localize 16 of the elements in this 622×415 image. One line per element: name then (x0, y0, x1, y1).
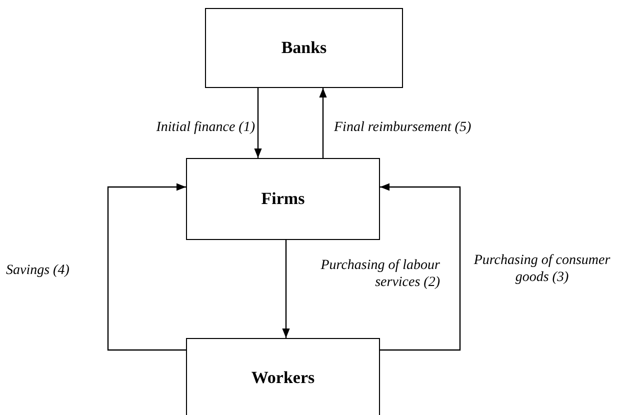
edge-label: Initial finance (1) (155, 119, 255, 136)
entity-box (186, 158, 380, 240)
entity-box (205, 8, 403, 88)
entity-box (186, 338, 380, 415)
edge-label: Purchasing of consumer goods (3) (472, 252, 612, 286)
entity-name: Workers (251, 368, 315, 388)
arrow (107, 183, 186, 351)
arrow (282, 240, 290, 338)
arrow (319, 88, 327, 158)
edge-label: Final reimbursement (5) (334, 119, 472, 136)
edge-label: Savings (4) (6, 262, 70, 279)
arrow (254, 88, 262, 158)
edge-label: Purchasing of labour services (2) (320, 257, 440, 291)
entity-name: Firms (261, 189, 305, 209)
entity-name: Banks (281, 38, 327, 58)
arrow (380, 183, 461, 351)
